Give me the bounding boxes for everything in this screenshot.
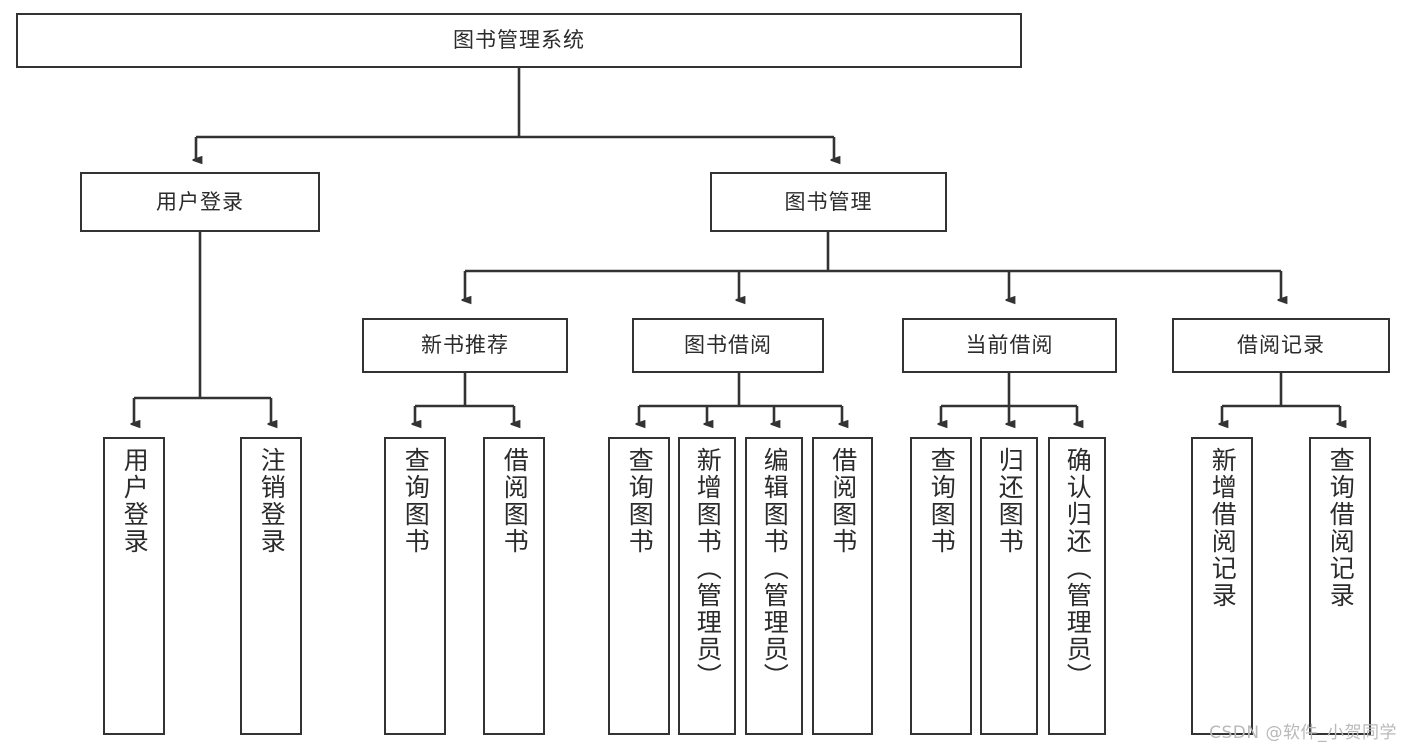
node-book-borrow-label: 图书借阅 xyxy=(684,333,772,358)
node-leaf-add-book-label: 新增图书（管理员） xyxy=(693,447,723,690)
node-book-manage[interactable]: 图书管理 xyxy=(710,172,947,232)
node-leaf-confirm-return[interactable]: 确认归还（管理员） xyxy=(1048,437,1106,735)
node-user-login[interactable]: 用户登录 xyxy=(80,172,320,232)
node-new-book-recommend-label: 新书推荐 xyxy=(421,333,509,358)
node-leaf-borrow-book-2-label: 借阅图书 xyxy=(828,447,858,555)
node-leaf-add-book[interactable]: 新增图书（管理员） xyxy=(678,437,736,735)
node-leaf-return-book[interactable]: 归还图书 xyxy=(980,437,1038,735)
node-leaf-query-book-3-label: 查询图书 xyxy=(927,447,957,555)
node-root[interactable]: 图书管理系统 xyxy=(16,13,1022,68)
node-leaf-user-logout[interactable]: 注销登录 xyxy=(240,437,302,735)
node-leaf-borrow-book-1-label: 借阅图书 xyxy=(500,447,530,555)
node-leaf-confirm-return-label: 确认归还（管理员） xyxy=(1063,447,1093,690)
node-leaf-borrow-book-1[interactable]: 借阅图书 xyxy=(483,437,545,735)
node-leaf-edit-book-label: 编辑图书（管理员） xyxy=(760,447,790,690)
node-leaf-query-book-1[interactable]: 查询图书 xyxy=(384,437,446,735)
node-current-borrow[interactable]: 当前借阅 xyxy=(902,318,1117,373)
node-leaf-query-book-3[interactable]: 查询图书 xyxy=(910,437,972,735)
node-leaf-user-login-label: 用户登录 xyxy=(120,447,150,555)
node-borrow-record[interactable]: 借阅记录 xyxy=(1172,318,1390,373)
node-leaf-query-record[interactable]: 查询借阅记录 xyxy=(1309,437,1371,735)
node-current-borrow-label: 当前借阅 xyxy=(965,333,1054,358)
csdn-watermark: CSDN @软件_小贺同学 xyxy=(1209,723,1397,743)
node-leaf-add-record[interactable]: 新增借阅记录 xyxy=(1191,437,1253,735)
node-leaf-edit-book[interactable]: 编辑图书（管理员） xyxy=(745,437,803,735)
node-leaf-query-book-2-label: 查询图书 xyxy=(625,447,655,555)
node-borrow-record-label: 借阅记录 xyxy=(1237,333,1325,358)
node-root-label: 图书管理系统 xyxy=(453,28,585,53)
node-book-manage-label: 图书管理 xyxy=(784,189,873,214)
node-leaf-query-book-2[interactable]: 查询图书 xyxy=(608,437,670,735)
node-leaf-query-book-1-label: 查询图书 xyxy=(401,447,431,555)
node-leaf-borrow-book-2[interactable]: 借阅图书 xyxy=(812,437,873,735)
node-new-book-recommend[interactable]: 新书推荐 xyxy=(362,318,568,373)
node-leaf-query-record-label: 查询借阅记录 xyxy=(1326,447,1356,609)
node-leaf-user-login[interactable]: 用户登录 xyxy=(103,437,165,735)
node-leaf-user-logout-label: 注销登录 xyxy=(257,447,287,555)
node-leaf-add-record-label: 新增借阅记录 xyxy=(1208,447,1238,609)
node-user-login-label: 用户登录 xyxy=(156,189,244,214)
node-book-borrow[interactable]: 图书借阅 xyxy=(632,318,824,373)
node-leaf-return-book-label: 归还图书 xyxy=(995,447,1025,555)
